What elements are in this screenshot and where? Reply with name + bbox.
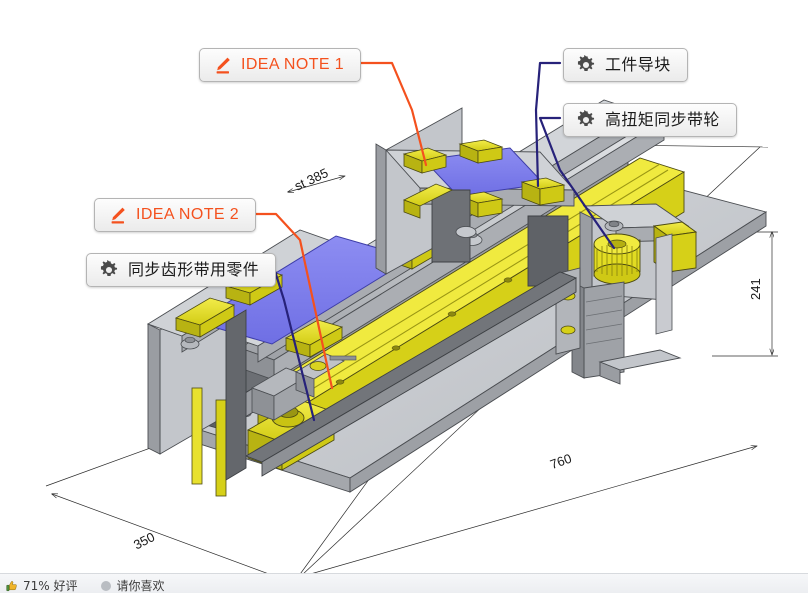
gear-icon bbox=[576, 110, 596, 130]
status-item-label: 请你喜欢 bbox=[116, 579, 165, 593]
guide-clamp-blocks bbox=[402, 139, 566, 218]
rear-end-station[interactable] bbox=[375, 107, 576, 287]
callout-timing-belt-part[interactable]: 同步齿形带用零件 bbox=[86, 253, 277, 287]
thumbs-up-icon bbox=[6, 580, 18, 592]
status-item-rating[interactable]: 71% 好评 bbox=[6, 580, 78, 592]
callout-idea-note-2[interactable]: IDEA NOTE 2 bbox=[94, 198, 257, 232]
lower-cross-frame[interactable] bbox=[225, 271, 578, 481]
callout-label: 高扭矩同步带轮 bbox=[605, 110, 720, 129]
gear-icon bbox=[99, 260, 119, 280]
callout-high-torque-pulley[interactable]: 高扭矩同步带轮 bbox=[563, 103, 737, 137]
pencil-icon bbox=[212, 55, 232, 75]
callout-label: 工件导块 bbox=[605, 55, 671, 74]
timing-belt-pulley bbox=[593, 233, 641, 285]
callout-workpiece-guide-block[interactable]: 工件导块 bbox=[563, 48, 688, 82]
bottom-status-bar[interactable]: 71% 好评 请你喜欢 bbox=[0, 573, 808, 593]
right-drive-station[interactable] bbox=[555, 203, 698, 385]
leader-part-1 bbox=[534, 61, 562, 188]
gear-icon bbox=[576, 55, 596, 75]
dimension-height-241: 241 bbox=[748, 278, 763, 300]
leader-idea-2 bbox=[246, 212, 334, 390]
status-item-comment[interactable]: 请你喜欢 bbox=[100, 580, 165, 592]
callout-label: IDEA NOTE 2 bbox=[136, 206, 240, 223]
callout-idea-note-1[interactable]: IDEA NOTE 1 bbox=[199, 48, 362, 82]
leader-idea-1 bbox=[350, 61, 428, 167]
comment-icon bbox=[100, 580, 112, 592]
leader-part-2 bbox=[538, 116, 616, 250]
pencil-icon bbox=[107, 205, 127, 225]
callout-label: IDEA NOTE 1 bbox=[241, 56, 345, 73]
status-item-label: 71% 好评 bbox=[23, 579, 78, 593]
callout-label: 同步齿形带用零件 bbox=[128, 260, 260, 279]
